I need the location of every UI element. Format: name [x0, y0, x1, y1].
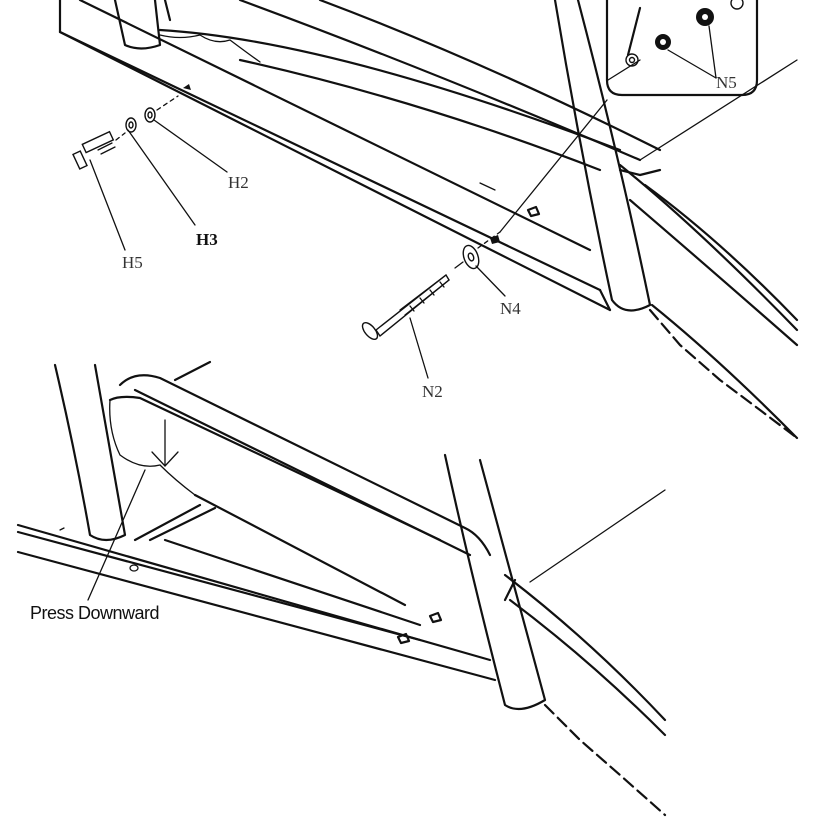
label-n4: N4 [500, 299, 521, 318]
label-n5: N5 [716, 73, 737, 92]
washer-n4 [462, 244, 480, 270]
bolt-n2 [361, 273, 450, 341]
label-h5: H5 [122, 253, 143, 272]
label-press-downward: Press Downward [30, 603, 159, 623]
washer-h2 [144, 107, 156, 123]
label-h3: H3 [196, 230, 218, 249]
washer-h3 [125, 117, 137, 133]
bottom-assembly-step [16, 360, 667, 817]
label-h2: H2 [228, 173, 249, 192]
top-assembly-step [58, 0, 799, 440]
bolt-h5 [72, 130, 116, 170]
label-n2: N2 [422, 382, 443, 401]
press-arrow [151, 419, 179, 467]
